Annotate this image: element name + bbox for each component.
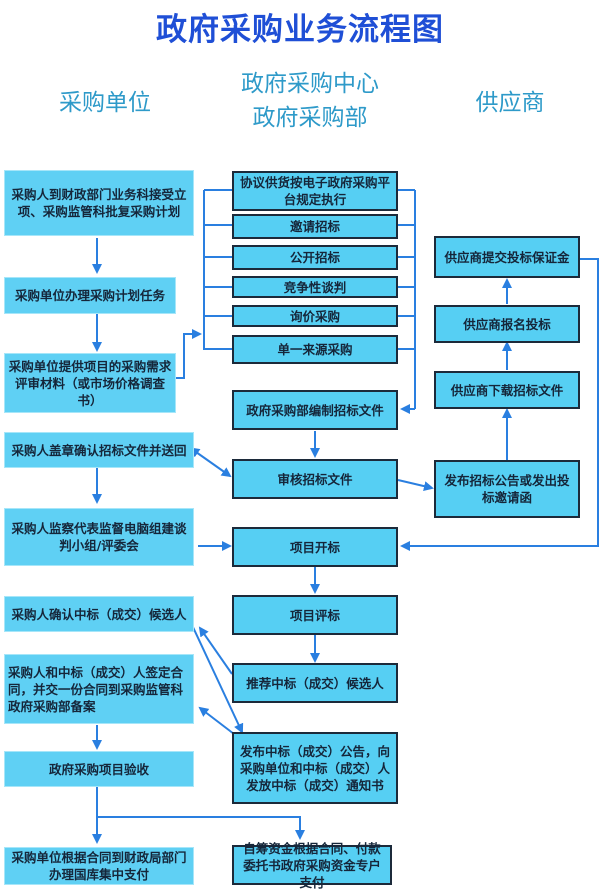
- center-step-award-notice: 发布中标（成交）公告，向采购单位和中标（成交）人发放中标（成交）通知书: [232, 732, 398, 804]
- purchaser-step-5: 采购人监察代表监督电脑组建谈判小组/评委会: [4, 508, 194, 566]
- diagram-title: 政府采购业务流程图: [156, 12, 444, 48]
- lane-label-purchaser: 采购单位: [59, 90, 151, 116]
- purchaser-step-1: 采购人到财政部门业务科接受立项、采购监管科批复采购计划: [4, 170, 194, 236]
- method-inquiry: 询价采购: [232, 305, 398, 327]
- purchaser-step-2: 采购单位办理采购计划任务: [4, 277, 176, 314]
- arrow-p8-c7: [97, 816, 305, 840]
- center-step-review-tender-docs: 审核招标文件: [232, 459, 398, 499]
- arrow-p6-c6: [191, 624, 244, 734]
- arrow-c6-p7: [198, 706, 235, 735]
- purchaser-step-8: 政府采购项目验收: [4, 751, 194, 787]
- lane-label-supplier: 供应商: [475, 90, 545, 116]
- center-step-bid-evaluation: 项目评标: [232, 595, 398, 635]
- purchaser-step-6: 采购人确认中标（成交）候选人: [4, 596, 194, 632]
- supplier-step-register-bid: 供应商报名投标: [434, 305, 580, 343]
- center-step-self-funded-payment: 自筹资金根据合同、付款委托书政府采购资金专户支付: [232, 841, 392, 890]
- arrow-p4-c2: [189, 447, 232, 478]
- lane-label-center-line1: 政府采购中心: [241, 71, 379, 97]
- method-invited-tender: 邀请招标: [232, 214, 398, 239]
- method-single-source: 单一来源采购: [232, 335, 398, 364]
- center-step-recommend-candidate: 推荐中标（成交）候选人: [232, 663, 398, 703]
- method-competitive-negotiation: 竞争性谈判: [232, 276, 398, 298]
- lane-label-center: 政府采购中心 政府采购部: [210, 67, 410, 135]
- method-open-tender: 公开招标: [232, 245, 398, 270]
- supplier-step-submit-deposit: 供应商提交投标保证金: [434, 236, 580, 278]
- purchaser-step-9: 采购单位根据合同到财政局部门办理国库集中支付: [4, 847, 194, 885]
- arrow-p3-methods: [176, 329, 202, 379]
- arrow-s1-c3: [400, 258, 599, 551]
- method-agreement-supply: 协议供货按电子政府采购平台规定执行: [232, 171, 398, 211]
- center-step-bid-opening: 项目开标: [232, 527, 398, 567]
- purchaser-step-7: 采购人和中标（成交）人签定合同，并交一份合同到采购监管科政府采购部备案: [4, 654, 194, 724]
- arrow-c2-s4: [397, 479, 434, 492]
- lane-label-center-line2: 政府采购部: [252, 105, 368, 131]
- purchaser-step-3: 采购单位提供项目的采购需求评审材料（或市场价格调查书）: [4, 353, 176, 413]
- arrow-c5-p6: [198, 626, 233, 675]
- center-step-prepare-tender-docs: 政府采购部编制招标文件: [232, 390, 398, 430]
- supplier-step-download-docs: 供应商下载招标文件: [434, 371, 580, 409]
- supplier-step-publish-announcement: 发布招标公告或发出投标邀请函: [434, 460, 580, 518]
- purchaser-step-4: 采购人盖章确认招标文件并送回: [4, 432, 194, 468]
